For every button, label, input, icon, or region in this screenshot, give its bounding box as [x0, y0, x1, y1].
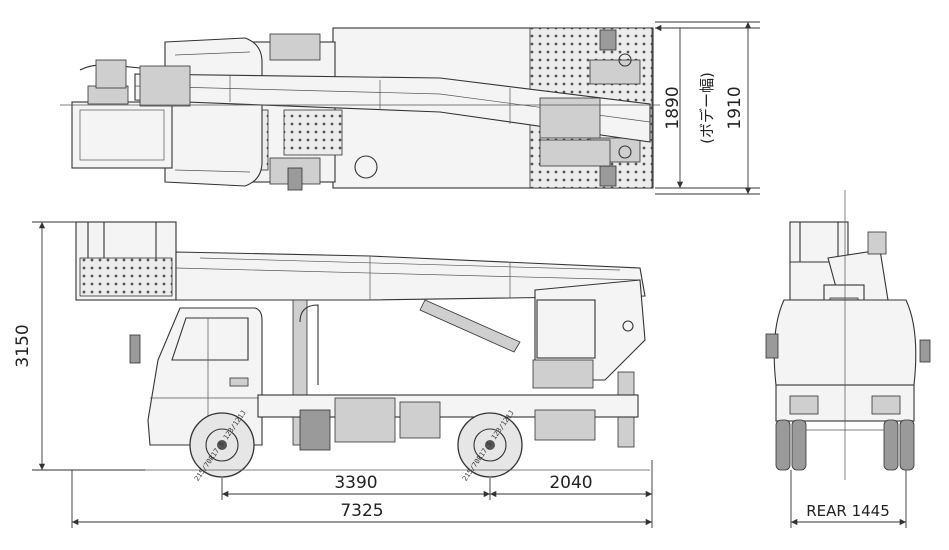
side-height-label: 3150: [13, 324, 33, 367]
side-wheelbase-label: 3390: [334, 473, 377, 493]
side-cab: [147, 307, 263, 446]
top-body-width-label: 1890: [663, 86, 683, 129]
top-body-width-note: (ボデー幅): [698, 72, 716, 144]
top-total-width-label: 1910: [725, 86, 745, 129]
rear-tread-label: REAR 1445: [806, 502, 890, 520]
side-rear-overhang-label: 2040: [549, 473, 592, 493]
top-view: [60, 22, 760, 194]
side-view: [32, 221, 653, 528]
side-total-length-label: 7325: [340, 501, 383, 521]
rear-view: [765, 190, 931, 528]
